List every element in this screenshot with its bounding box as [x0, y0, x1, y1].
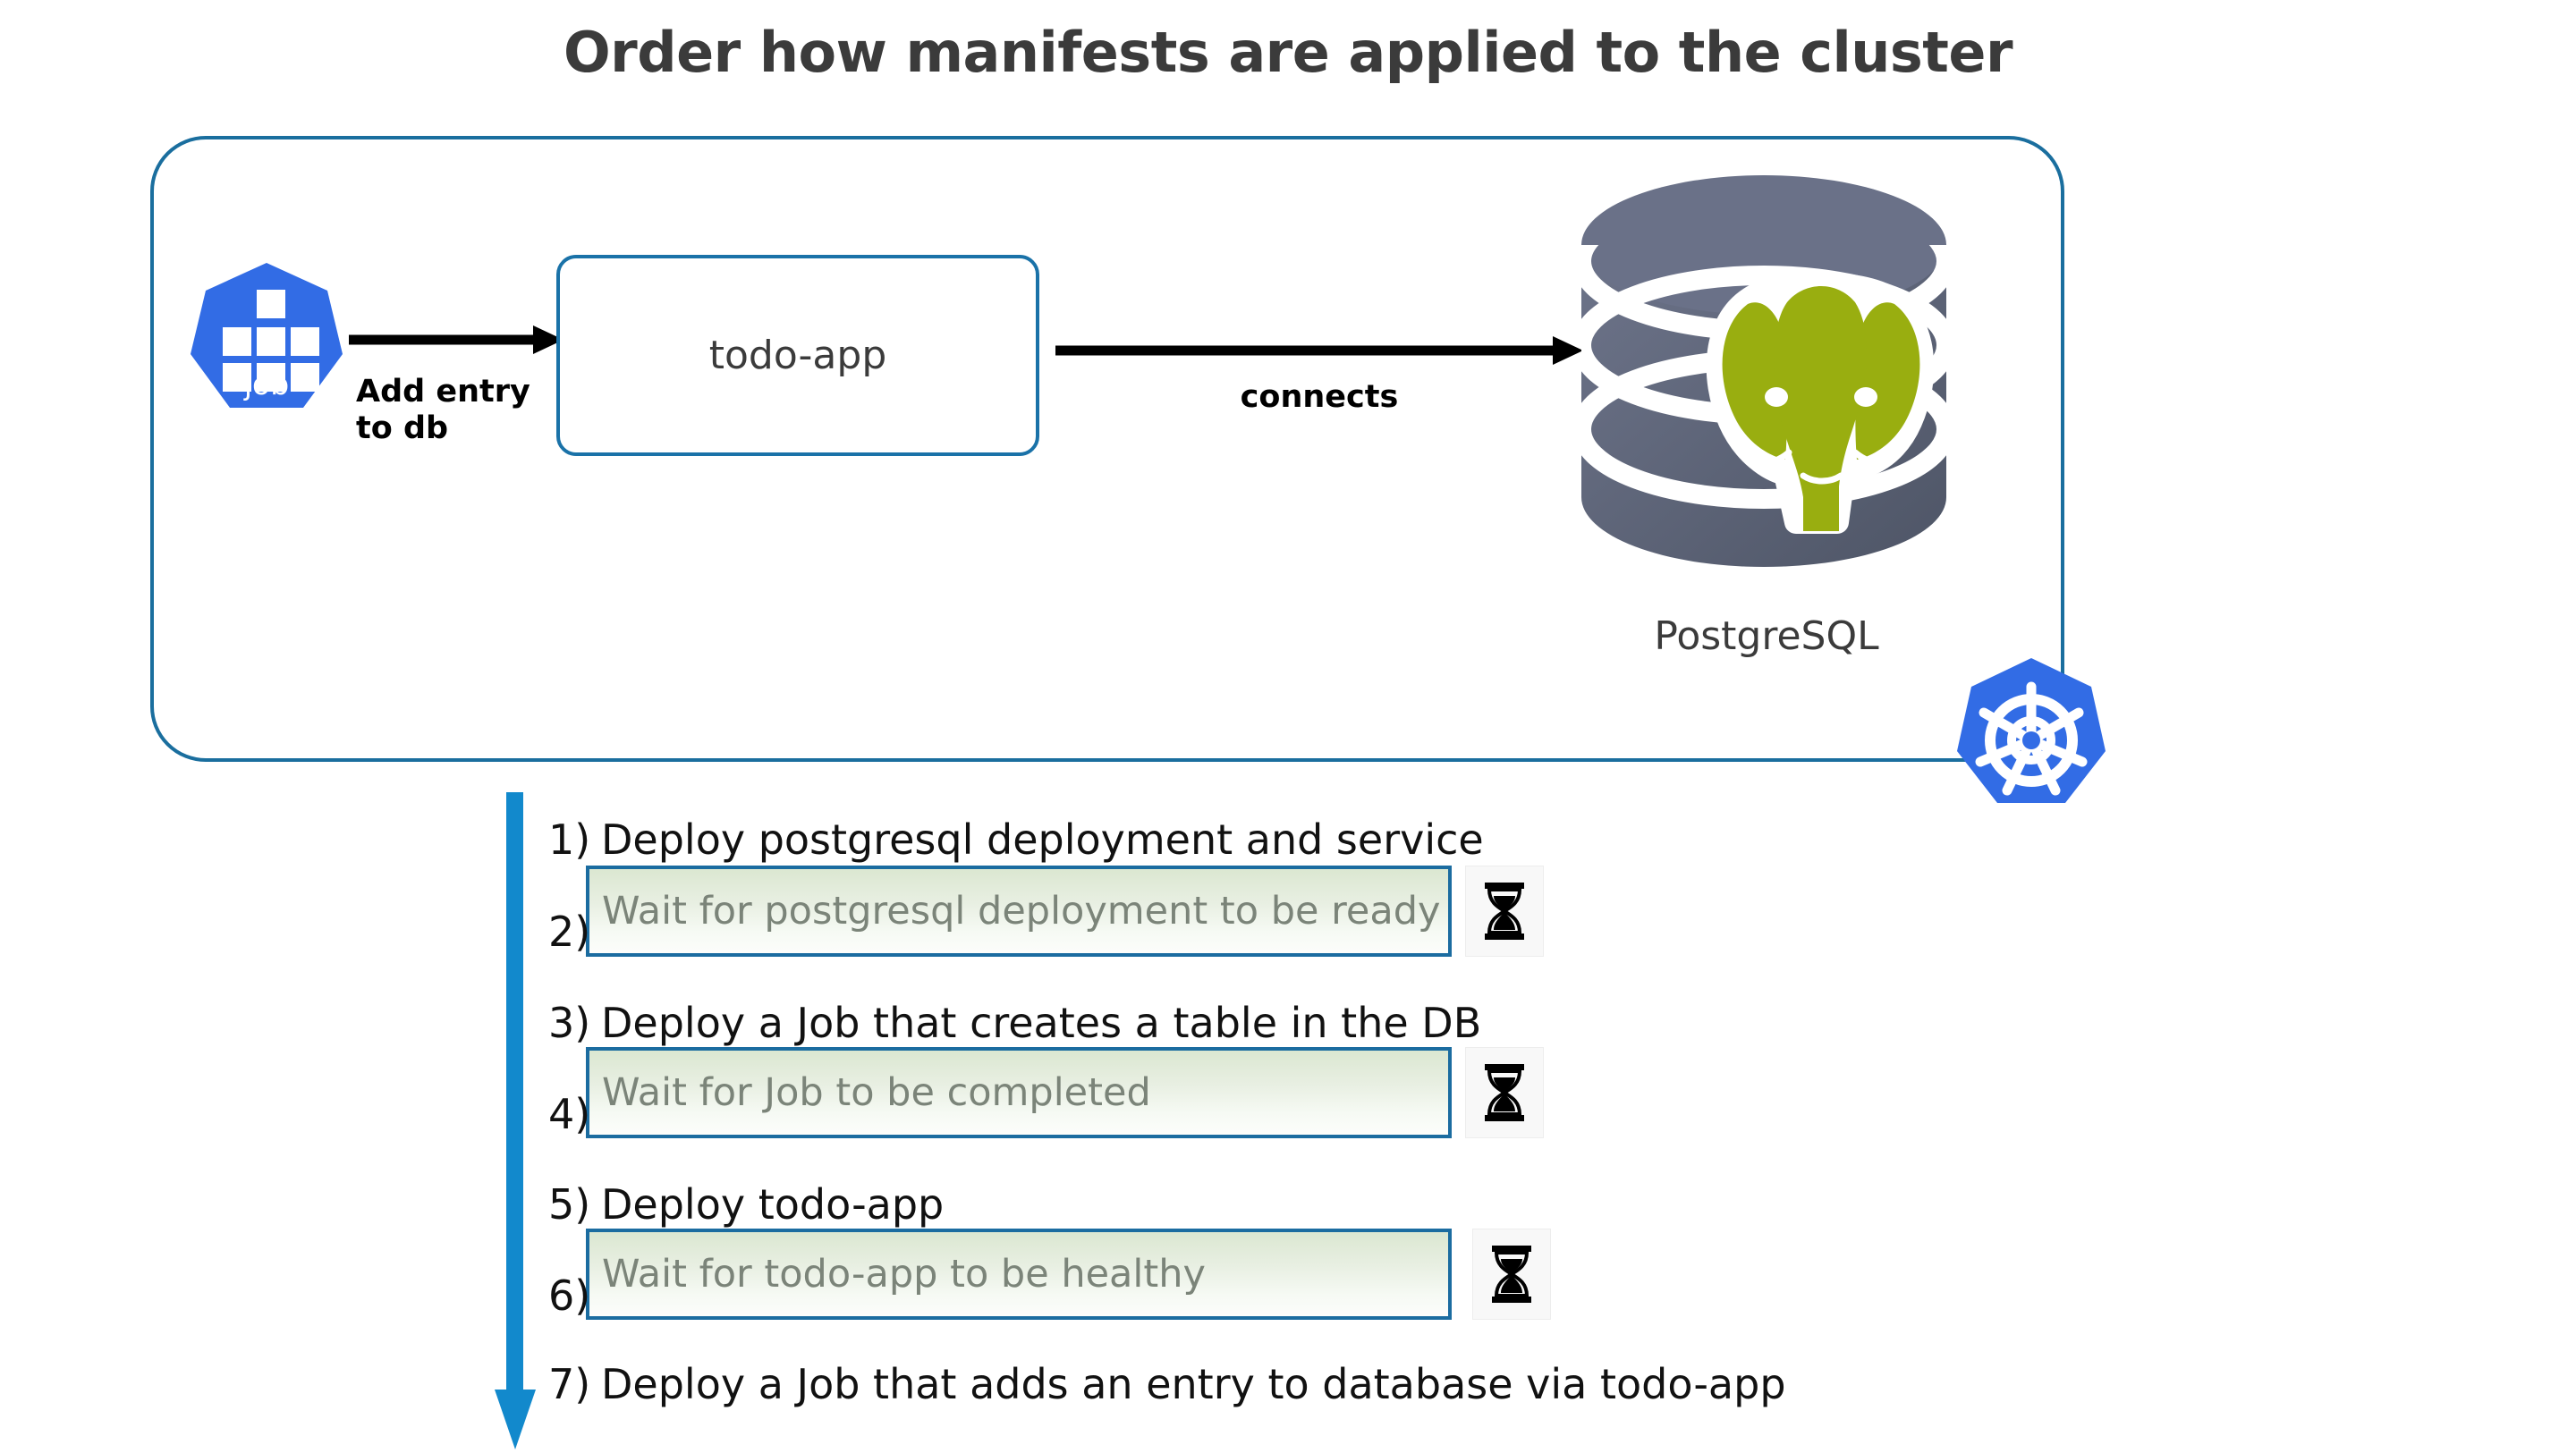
kubernetes-job-icon: job — [182, 258, 352, 436]
step-number-1: 1) — [548, 815, 591, 864]
step-number-3: 3) — [548, 999, 591, 1047]
step-text-7: Deploy a Job that adds an entry to datab… — [601, 1360, 1786, 1408]
step-number-7: 7) — [548, 1360, 591, 1408]
sequence-flow-arrow-svg — [495, 792, 536, 1449]
postgresql-label: PostgreSQL — [1654, 613, 1879, 659]
cluster-boundary-box — [150, 136, 2064, 762]
arrow-label-connects: connects — [1240, 379, 1399, 415]
arrow-job-to-todo-app — [349, 322, 564, 358]
step-text-1: Deploy postgresql deployment and service — [601, 815, 1484, 864]
hourglass-icon-2 — [1465, 866, 1544, 957]
hourglass-icon-svg — [1492, 1246, 1531, 1303]
postgresql-icon-svg — [1581, 175, 1946, 567]
hourglass-icon-svg — [1485, 1064, 1524, 1121]
hourglass-icon-6 — [1472, 1229, 1551, 1320]
arrow-label-add-entry-to-db: Add entry to db — [356, 374, 562, 448]
wait-box-4[interactable]: Wait for Job to be completed — [586, 1047, 1452, 1138]
step-number-6: 6) — [548, 1271, 591, 1320]
kubernetes-logo-svg — [1957, 658, 2106, 803]
step-number-2: 2) — [548, 908, 591, 956]
sequence-flow-arrow — [494, 792, 537, 1449]
arrow-todo-app-to-postgres-svg — [1055, 336, 1583, 365]
arrow-job-to-todo-app-svg — [349, 325, 564, 354]
wait-text-2: Wait for postgresql deployment to be rea… — [602, 889, 1441, 933]
step-text-5: Deploy todo-app — [601, 1180, 945, 1229]
wait-text-4: Wait for Job to be completed — [602, 1070, 1151, 1115]
wait-box-6[interactable]: Wait for todo-app to be healthy — [586, 1229, 1452, 1320]
step-number-5: 5) — [548, 1180, 591, 1229]
wait-text-6: Wait for todo-app to be healthy — [602, 1252, 1206, 1297]
step-text-3: Deploy a Job that creates a table in the… — [601, 999, 1482, 1047]
arrow-todo-app-to-postgres — [1055, 333, 1583, 368]
job-icon-svg — [191, 263, 343, 408]
postgresql-icon — [1567, 175, 1961, 596]
step-number-4: 4) — [548, 1090, 591, 1138]
todo-app-label: todo-app — [708, 333, 887, 378]
todo-app-box[interactable]: todo-app — [556, 255, 1039, 456]
arrow-label-line1: Add entry — [356, 374, 530, 410]
page-title: Order how manifests are applied to the c… — [563, 20, 2013, 85]
hourglass-icon-4 — [1465, 1047, 1544, 1138]
arrow-label-line2: to db — [356, 410, 449, 447]
hourglass-icon-svg — [1485, 883, 1524, 940]
kubernetes-helm-wheel-icon — [1948, 655, 2114, 821]
wait-box-2[interactable]: Wait for postgresql deployment to be rea… — [586, 866, 1452, 957]
